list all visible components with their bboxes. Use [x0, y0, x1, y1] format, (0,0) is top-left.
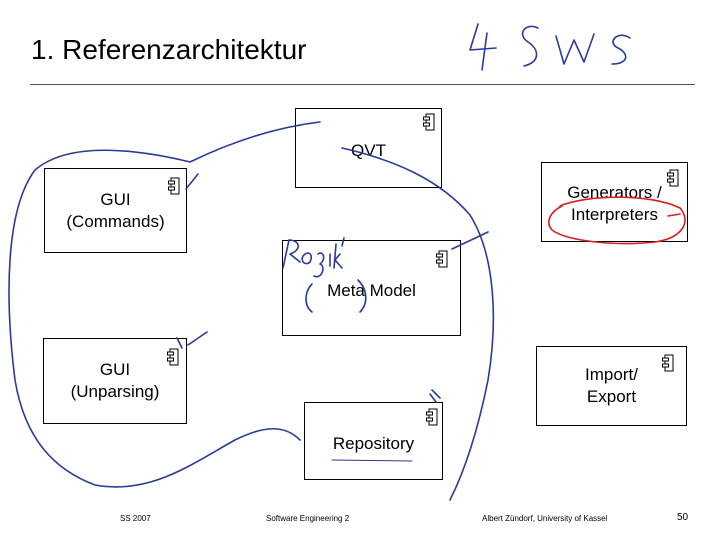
handwritten-4-sws: [469, 23, 631, 71]
slide-title: 1. Referenzarchitektur: [31, 34, 307, 65]
component-icon: [436, 250, 448, 268]
node-repository-label: Repository: [332, 434, 415, 453]
component-icon: [423, 113, 435, 131]
node-repository: Repository: [304, 402, 443, 480]
ink-ellipse-right: [341, 147, 495, 501]
footer-left: SS 2007: [120, 514, 151, 523]
node-qvt-label: QVT: [351, 141, 386, 160]
component-icon: [168, 177, 180, 195]
page-number: 50: [677, 512, 689, 523]
component-icon: [662, 354, 674, 372]
node-meta-model-label: Meta Model: [327, 281, 416, 300]
node-import-export-label: Import/ Export: [585, 365, 638, 406]
footer-center: Software Engineering 2: [266, 514, 350, 523]
component-icon: [667, 169, 679, 187]
ink-ellipse: [8, 121, 321, 488]
node-gui-unparsing: GUI (Unparsing): [43, 338, 187, 424]
component-icon: [426, 408, 438, 426]
node-gui-unparsing-label: GUI (Unparsing): [70, 360, 160, 401]
footer-right: Albert Zündorf, University of Kassel: [482, 514, 608, 523]
title-divider: [30, 84, 695, 85]
component-icon: [167, 348, 179, 366]
node-gui-commands: GUI (Commands): [44, 168, 187, 253]
highlight-circle: [548, 196, 686, 245]
node-import-export: Import/ Export: [536, 346, 687, 426]
node-gui-commands-label: GUI (Commands): [66, 189, 165, 231]
handwritten-logik: [282, 237, 345, 278]
